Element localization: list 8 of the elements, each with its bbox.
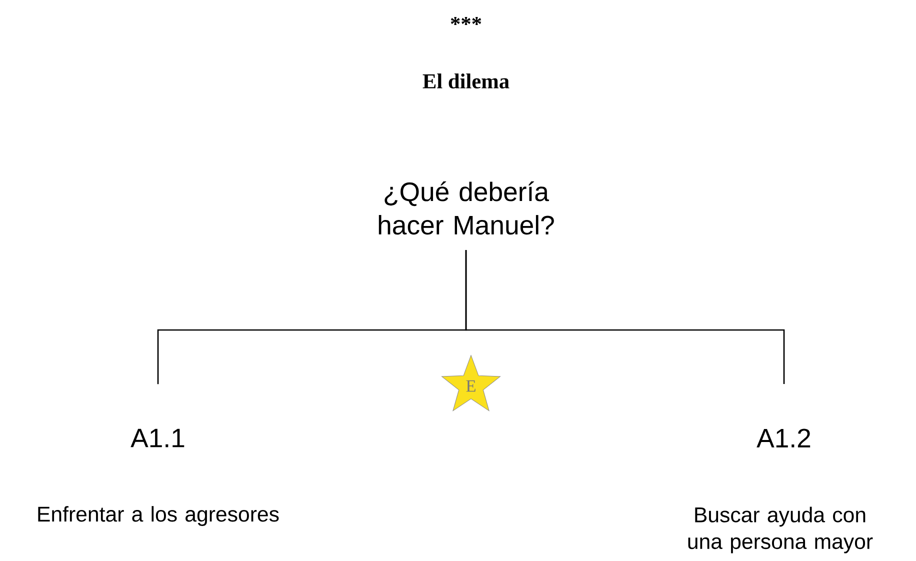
- stars-divider: ***: [450, 16, 482, 26]
- tree-connector: [465, 250, 785, 384]
- option-description: Buscar ayuda con una persona mayor: [688, 506, 873, 554]
- title: El dilema: [422, 74, 510, 88]
- option-label: A1.1: [130, 428, 184, 448]
- option-label: A1.2: [756, 428, 810, 448]
- option-description: Enfrentar a los agresores: [38, 506, 279, 526]
- question-text: ¿Qué debería hacer Manuel?: [378, 181, 554, 235]
